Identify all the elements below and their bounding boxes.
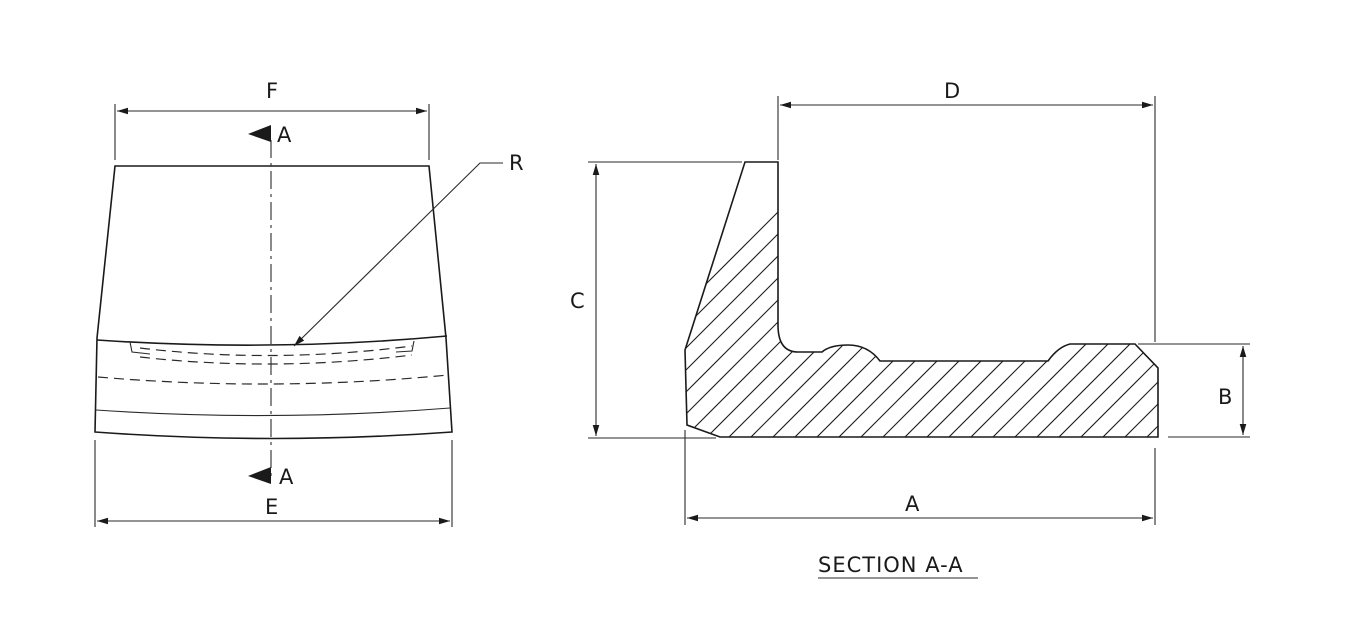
front-view-recess-right — [395, 340, 415, 353]
front-view-band-lower — [95, 407, 451, 417]
dim-label-a: A — [905, 492, 920, 516]
section-profile-outline — [684, 161, 1159, 438]
section-arrow-bottom-icon — [248, 467, 271, 484]
dim-label-d: D — [944, 79, 960, 103]
dim-label-f: F — [266, 79, 278, 103]
front-view-band-top — [96, 335, 448, 346]
section-label-top: A — [277, 123, 292, 147]
front-view-outline — [94, 165, 453, 440]
section-title: SECTION A-A — [818, 553, 964, 577]
dim-label-b: B — [1218, 385, 1232, 409]
section-hatching — [685, 162, 1158, 437]
front-view-hidden-line-2 — [139, 354, 413, 365]
section-label-bottom: A — [279, 465, 294, 489]
dim-label-e: E — [265, 495, 278, 519]
dim-label-c: C — [570, 289, 585, 313]
front-view: A A F E R — [94, 79, 524, 527]
section-view: C D B A SECTION A-A — [570, 79, 1250, 579]
front-view-hidden-line-3 — [97, 374, 449, 385]
radius-leader — [293, 162, 503, 347]
front-view-hidden-line-1 — [139, 345, 413, 357]
dim-label-r: R — [509, 151, 524, 175]
section-arrow-top-icon — [248, 125, 271, 142]
front-view-recess-left — [129, 341, 151, 355]
